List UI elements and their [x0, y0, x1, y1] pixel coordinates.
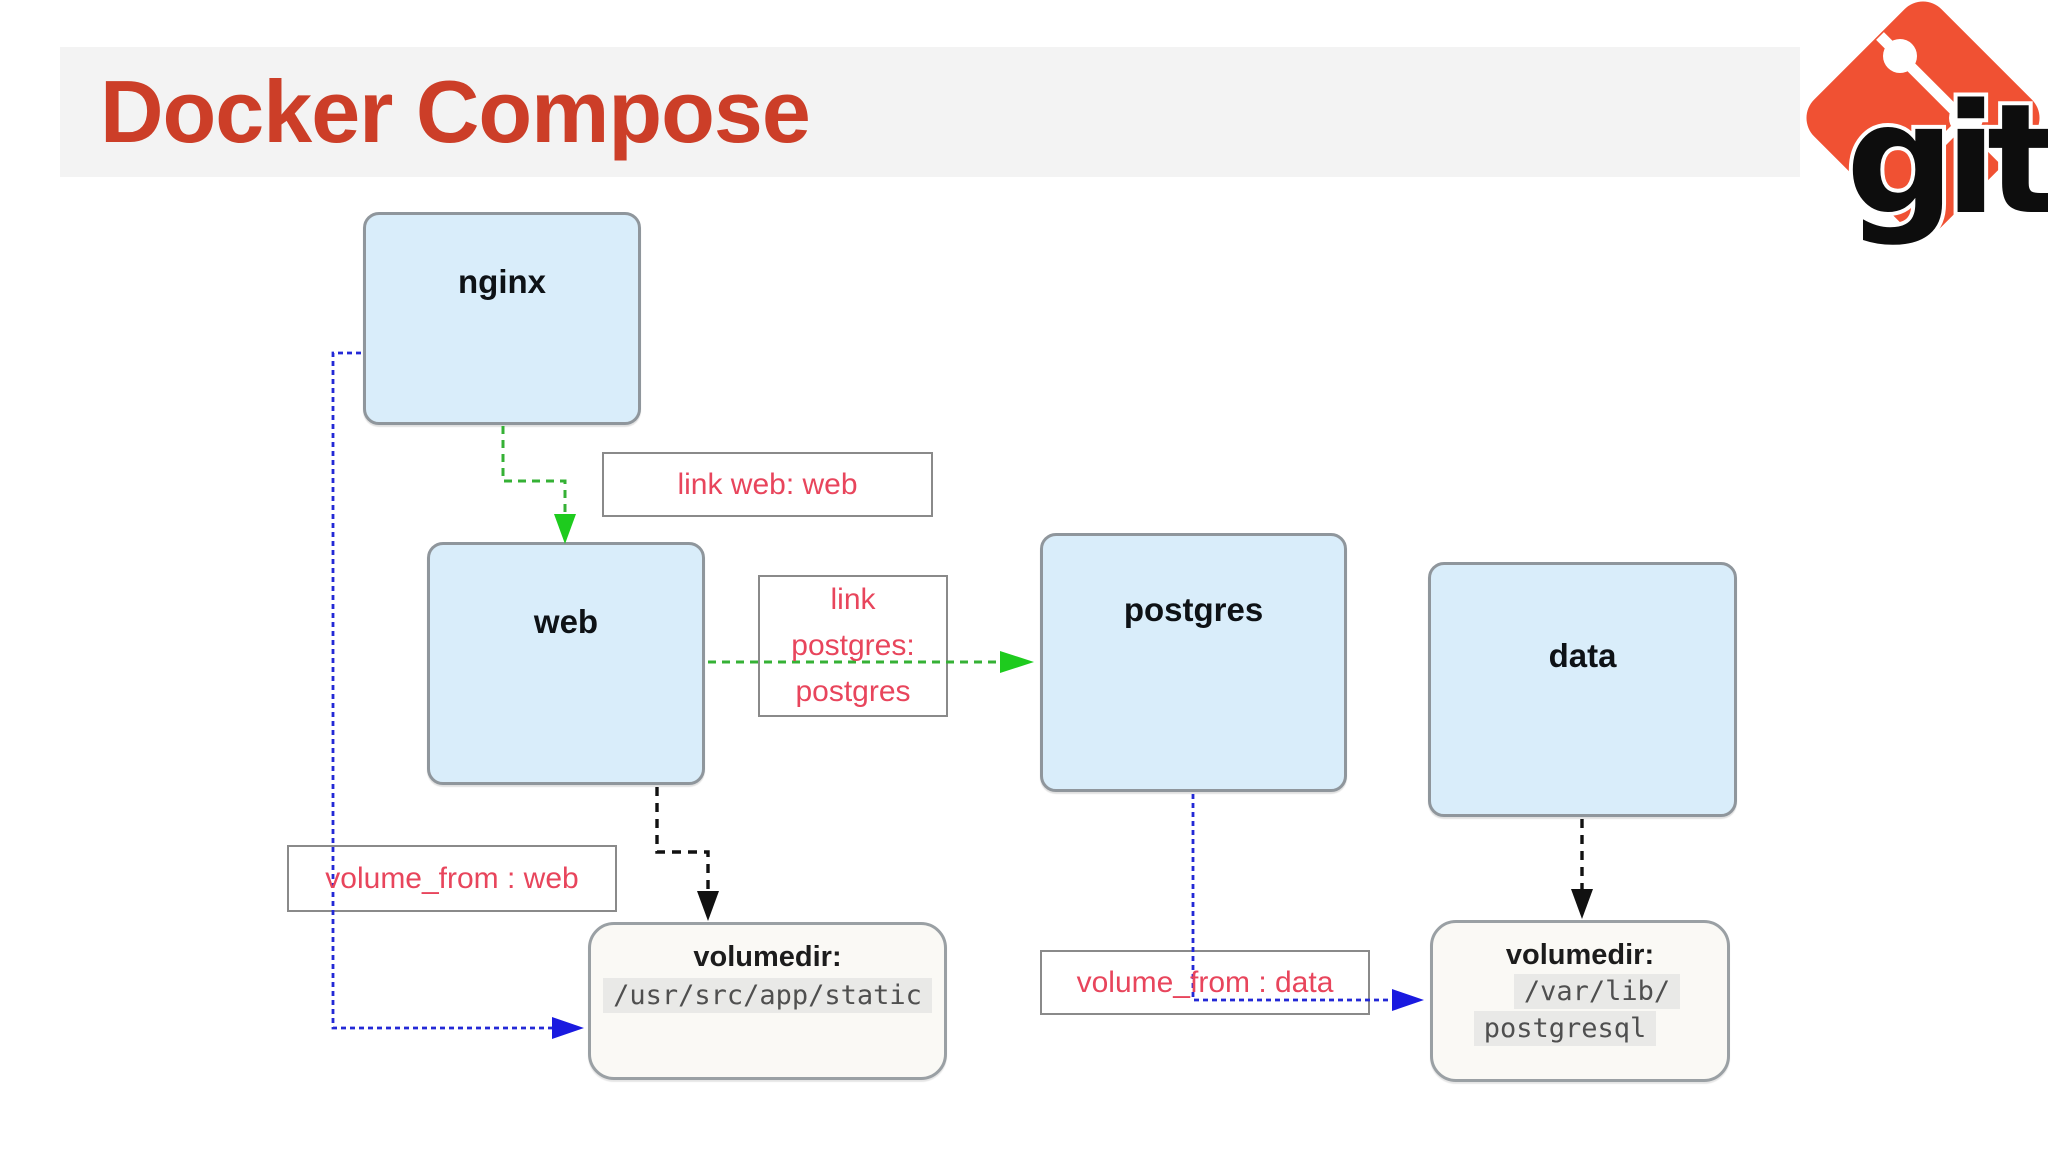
edge-label-link-web: link web: web: [602, 452, 933, 517]
edge-mount-web-volume: [655, 787, 719, 921]
node-nginx-label: nginx: [458, 263, 546, 300]
edge-label-link-web-text: link web: web: [677, 467, 858, 501]
volume-data-title: volumedir:: [1505, 939, 1655, 971]
node-data-label: data: [1548, 637, 1617, 674]
edge-mount-data-volume: [1571, 819, 1593, 919]
edge-label-link-postgres: link postgres: postgres: [758, 575, 948, 717]
edge-link-nginx-web: [501, 426, 576, 544]
git-logo: git: [1806, 1, 2048, 252]
volume-web-path: /usr/src/app/static: [603, 978, 932, 1013]
node-postgres-label: postgres: [1123, 591, 1264, 628]
edge-label-volume-from-data-text: volume_from : data: [1076, 965, 1334, 999]
title-band: [60, 47, 1800, 177]
git-logo-branch-icon: [1876, 32, 2014, 170]
volume-data-path-line1: /var/lib/: [1513, 974, 1681, 1009]
volume-web-title: volumedir:: [693, 941, 842, 973]
git-logo-text: git: [1846, 71, 2048, 248]
node-web-label: web: [533, 603, 599, 640]
volume-data-path-line2: postgresql: [1473, 1011, 1657, 1046]
node-web: web: [427, 542, 705, 785]
edge-label-volume-from-data: volume_from : data: [1040, 950, 1370, 1015]
node-nginx: nginx: [363, 212, 641, 425]
volume-box-data: volumedir: /var/lib/ postgresql: [1430, 920, 1730, 1082]
node-data: data: [1428, 562, 1737, 817]
slide-title: Docker Compose: [100, 62, 811, 161]
node-postgres: postgres: [1040, 533, 1347, 792]
edge-label-volume-from-web: volume_from : web: [287, 845, 617, 912]
volume-box-web: volumedir: /usr/src/app/static: [588, 922, 947, 1080]
git-logo-diamond: [1806, 1, 2040, 235]
edge-label-volume-from-web-text: volume_from : web: [325, 861, 579, 895]
edge-label-link-postgres-text: link postgres: postgres: [791, 583, 915, 708]
